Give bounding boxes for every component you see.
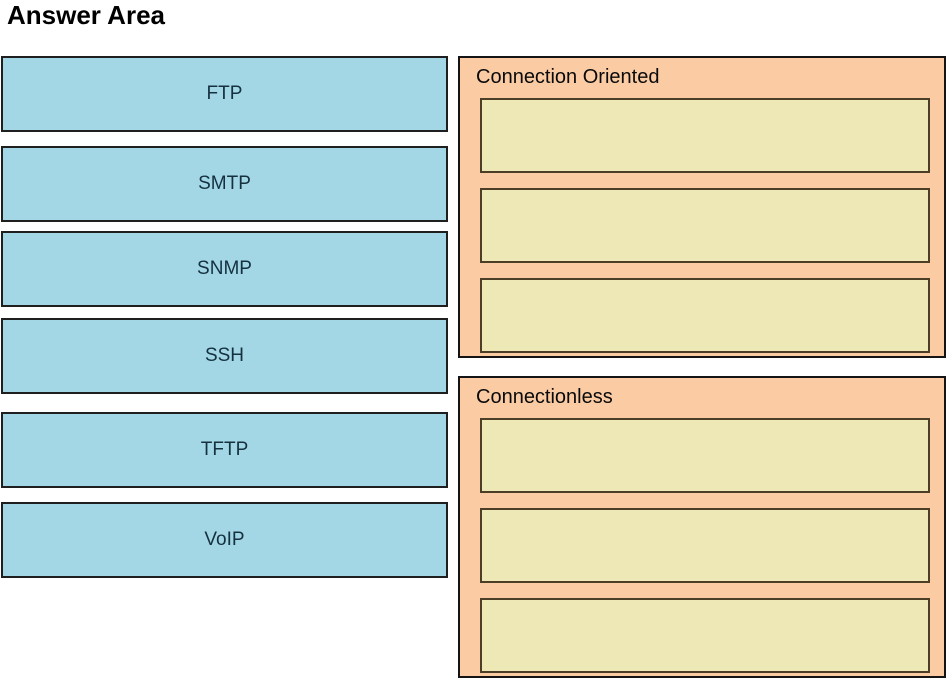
drag-item-voip[interactable]: VoIP: [1, 502, 448, 578]
drop-slot-connectionless-3[interactable]: [480, 598, 930, 673]
drag-item-label: SNMP: [197, 258, 252, 279]
drag-item-label: SSH: [204, 345, 245, 366]
drop-slot-connection-oriented-1[interactable]: [480, 98, 930, 173]
page-title: Answer Area: [7, 0, 165, 30]
drop-group-title: Connectionless: [476, 386, 613, 408]
drop-group-connectionless: Connectionless: [458, 376, 946, 678]
drop-group-connection-oriented: Connection Oriented: [458, 56, 946, 358]
drag-item-ftp[interactable]: FTP: [1, 56, 448, 132]
drag-item-label: TFTP: [200, 439, 249, 460]
drop-slot-connection-oriented-3[interactable]: [480, 278, 930, 353]
drop-slot-connectionless-2[interactable]: [480, 508, 930, 583]
drop-group-title: Connection Oriented: [476, 66, 660, 88]
drag-item-smtp[interactable]: SMTP: [1, 146, 448, 222]
drag-item-label: VoIP: [204, 529, 245, 550]
drag-item-tftp[interactable]: TFTP: [1, 412, 448, 488]
drop-slot-connection-oriented-2[interactable]: [480, 188, 930, 263]
drag-item-label: FTP: [206, 83, 243, 104]
drop-slot-connectionless-1[interactable]: [480, 418, 930, 493]
drag-item-label: SMTP: [198, 173, 251, 194]
drag-item-ssh[interactable]: SSH: [1, 318, 448, 394]
drag-item-snmp[interactable]: SNMP: [1, 231, 448, 307]
